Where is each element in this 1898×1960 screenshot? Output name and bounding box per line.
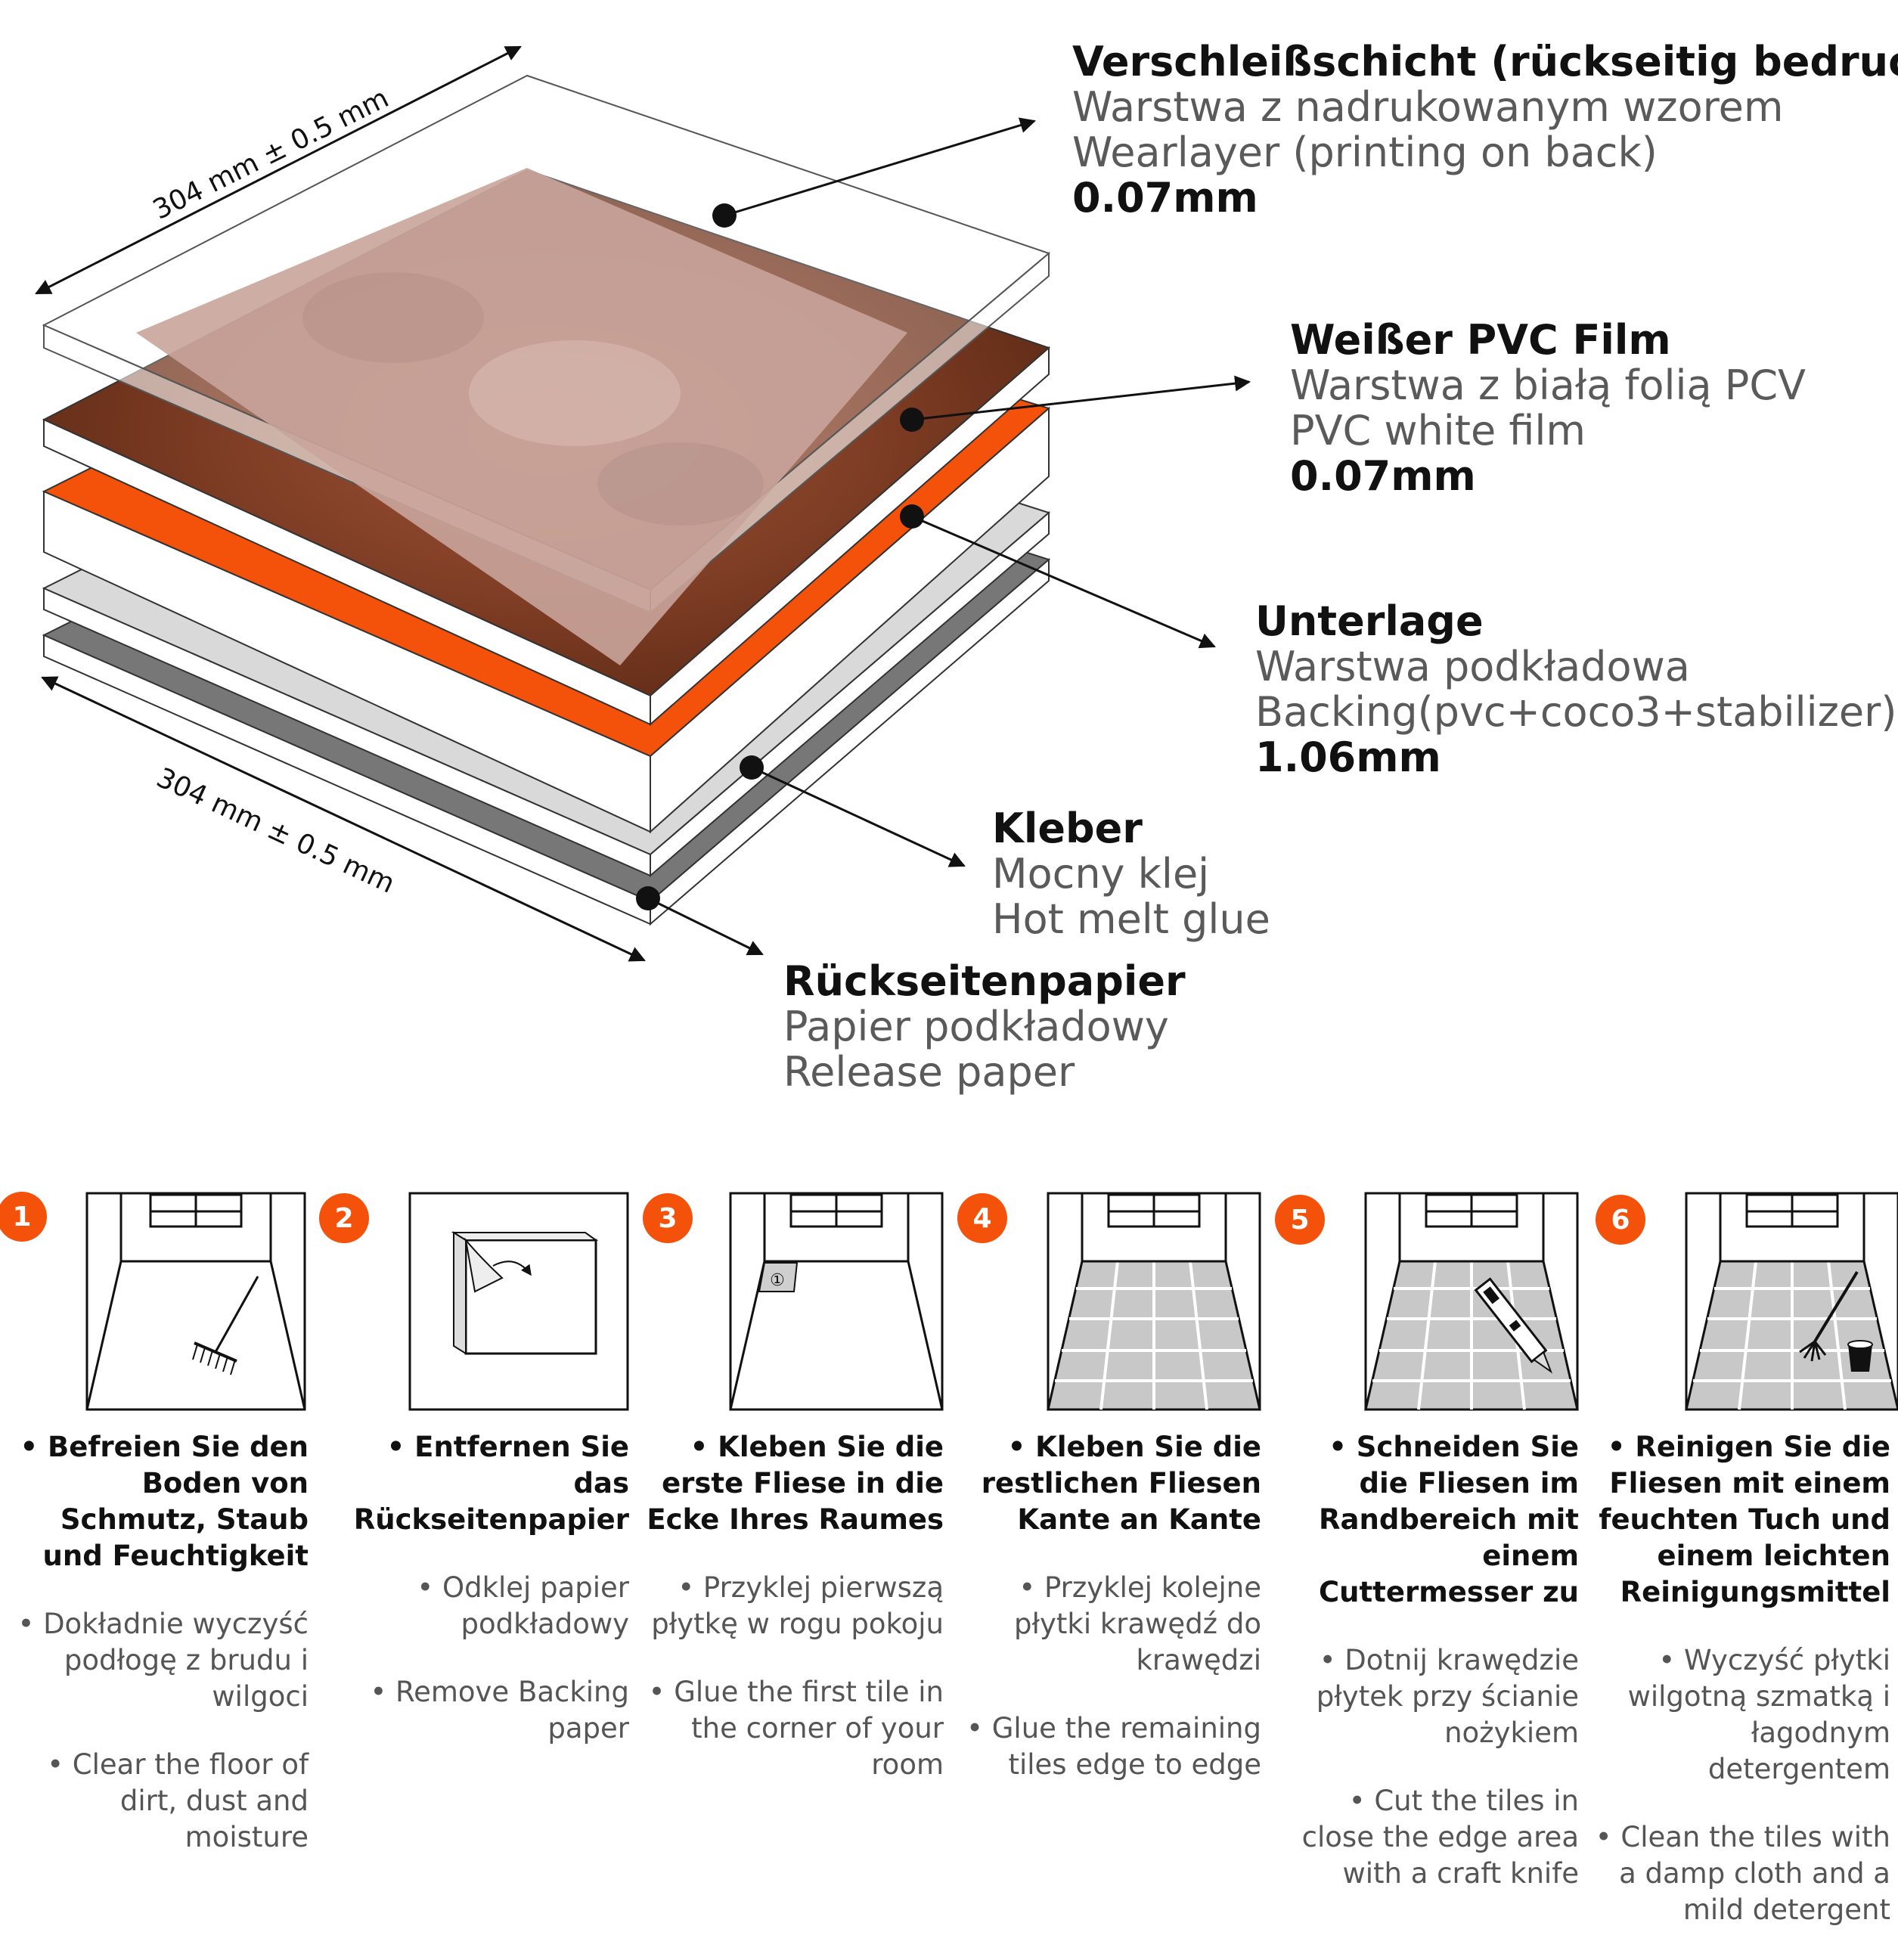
step-5-badge: 5 (1275, 1195, 1325, 1245)
release-paper-title-de: Rückseitenpapier (783, 957, 1186, 1005)
step-4-text-pl: • Przyklej kolejne płytki krawędź do kra… (1013, 1571, 1261, 1676)
step-2-badge: 2 (319, 1193, 369, 1243)
pvc-film-title-de: Weißer PVC Film (1290, 316, 1671, 364)
leader-lines (636, 117, 1251, 956)
wearlayer-title-en: Wearlayer (printing on back) (1072, 129, 1658, 176)
release-paper-title-pl: Papier podkładowy (783, 1003, 1169, 1050)
step-5-text-en: • Cut the tiles in close the edge area w… (1301, 1785, 1579, 1890)
adhesive-title-de: Kleber (992, 805, 1143, 852)
layer-label-wearlayer: Verschleißschicht (rückseitig bedruckt) … (1072, 39, 1898, 221)
step-3-badge: 3 (643, 1193, 693, 1243)
step-1-text-de: • Befreien Sie den Boden von Schmutz, St… (20, 1431, 309, 1572)
step-3-icon: ① (729, 1192, 944, 1411)
step-3-marker: ① (770, 1271, 785, 1290)
layer-label-backing: Unterlage Warstwa podkładowa Backing(pvc… (1255, 599, 1896, 780)
step-6-text-en: • Clean the tiles with a damp cloth and … (1595, 1821, 1890, 1926)
layer-label-adhesive: Kleber Mocny klej Hot melt glue (992, 806, 1270, 942)
step-4-icon (1047, 1192, 1261, 1411)
layer-label-release-paper: Rückseitenpapier Papier podkładowy Relea… (783, 959, 1186, 1095)
backing-thickness: 1.06mm (1255, 733, 1441, 781)
step-3-text-de: • Kleben Sie die erste Fliese in die Eck… (647, 1431, 944, 1536)
step-1-text-en: • Clear the floor of dirt, dust and mois… (47, 1748, 309, 1853)
step-3-text-pl: • Przyklej pierwszą płytkę w rogu pokoju (651, 1571, 944, 1640)
adhesive-title-en: Hot melt glue (992, 895, 1270, 943)
backing-title-de: Unterlage (1255, 597, 1484, 645)
step-4-text-en: • Glue the remaining tiles edge to edge (966, 1712, 1261, 1781)
step-1-badge: 1 (0, 1192, 47, 1242)
pvc-film-thickness: 0.07mm (1290, 452, 1476, 500)
wearlayer-title-pl: Warstwa z nadrukowanym wzorem (1072, 83, 1784, 131)
step-5-text-pl: • Dotnij krawędzie płytek przy ścianie n… (1316, 1644, 1579, 1749)
dimension-top-arrow (35, 45, 522, 295)
wearlayer-title-de: Verschleißschicht (rückseitig bedruckt) (1072, 38, 1898, 85)
step-6-text-pl: • Wyczyść płytki wilgotną szmatką i łago… (1627, 1644, 1890, 1785)
step-4-text-de: • Kleben Sie die restlichen Fliesen Kant… (981, 1431, 1261, 1536)
dimension-bottom-arrow (41, 676, 646, 962)
step-6-icon (1685, 1192, 1898, 1411)
step-3-text: • Kleben Sie die erste Fliese in die Eck… (641, 1429, 944, 1815)
step-2-text-de: • Entfernen Sie das Rückseitenpapier (353, 1431, 629, 1536)
layer-label-pvc-film: Weißer PVC Film Warstwa z białą folią PC… (1290, 318, 1806, 499)
release-paper-title-en: Release paper (783, 1048, 1075, 1096)
step-2-icon (408, 1192, 629, 1411)
diagram-canvas: ① (35, 45, 1898, 1411)
step-6-text: • Reinigen Sie die Fliesen mit einem feu… (1588, 1429, 1890, 1960)
step-1-text-pl: • Dokładnie wyczyść podłogę z brudu i wi… (17, 1608, 309, 1713)
step-2-text-en: • Remove Backing paper (370, 1676, 629, 1744)
adhesive-title-pl: Mocny klej (992, 850, 1210, 898)
step-6-badge: 6 (1596, 1195, 1645, 1245)
step-4-badge: 4 (957, 1193, 1007, 1243)
step-5-icon (1364, 1192, 1579, 1411)
step-2-text-pl: • Odklej papier podkładowy (417, 1571, 629, 1640)
backing-title-pl: Warstwa podkładowa (1255, 643, 1690, 690)
step-6-text-de: • Reinigen Sie die Fliesen mit einem feu… (1599, 1431, 1890, 1608)
step-2-text: • Entfernen Sie das Rückseitenpapier • O… (327, 1429, 629, 1779)
step-5-text-de: • Schneiden Sie die Fliesen im Randberei… (1318, 1431, 1579, 1608)
backing-title-en: Backing(pvc+coco3+stabilizer) (1255, 688, 1897, 736)
step-1-icon (85, 1192, 306, 1411)
step-4-text: • Kleben Sie die restlichen Fliesen Kant… (959, 1429, 1261, 1815)
step-3-text-en: • Glue the first tile in the corner of y… (648, 1676, 944, 1781)
pvc-film-title-en: PVC white film (1290, 407, 1586, 454)
pvc-film-title-pl: Warstwa z białą folią PCV (1290, 361, 1806, 409)
step-5-text: • Schneiden Sie die Fliesen im Randberei… (1276, 1429, 1579, 1924)
wearlayer-thickness: 0.07mm (1072, 174, 1258, 222)
step-1-text: • Befreien Sie den Boden von Schmutz, St… (6, 1429, 309, 1887)
